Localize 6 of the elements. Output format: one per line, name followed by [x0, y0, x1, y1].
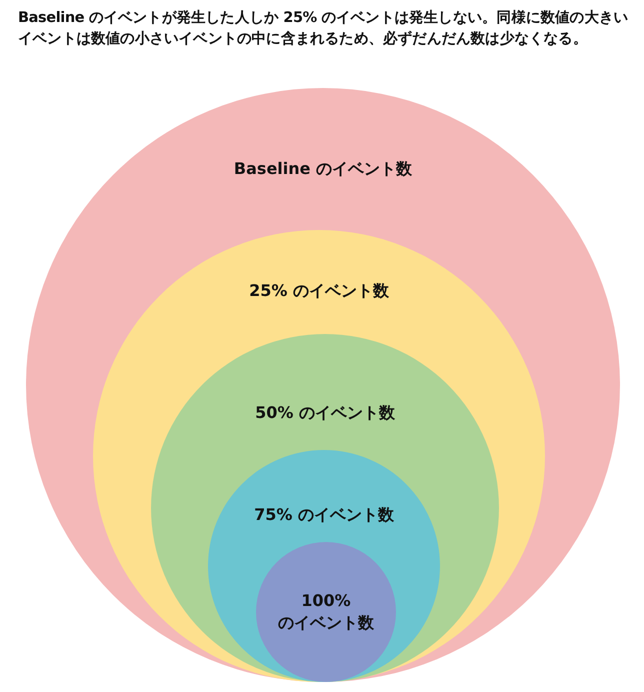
note-text: Baseline のイベントが発生した人しか 25% のイベントは発生しない。同様に数値の大きいイベントは数値の小さいイベントの中に含まれるため、必ずだんだん数は少なくなる。	[18, 8, 630, 49]
circle-label: 50% のイベント数	[254, 402, 396, 424]
circle-label: 25% のイベント数	[248, 280, 390, 302]
circle-label: 75% のイベント数	[253, 504, 395, 526]
circle-label: Baseline のイベント数	[232, 158, 414, 180]
circle-label: 100% のイベント数	[277, 590, 375, 634]
